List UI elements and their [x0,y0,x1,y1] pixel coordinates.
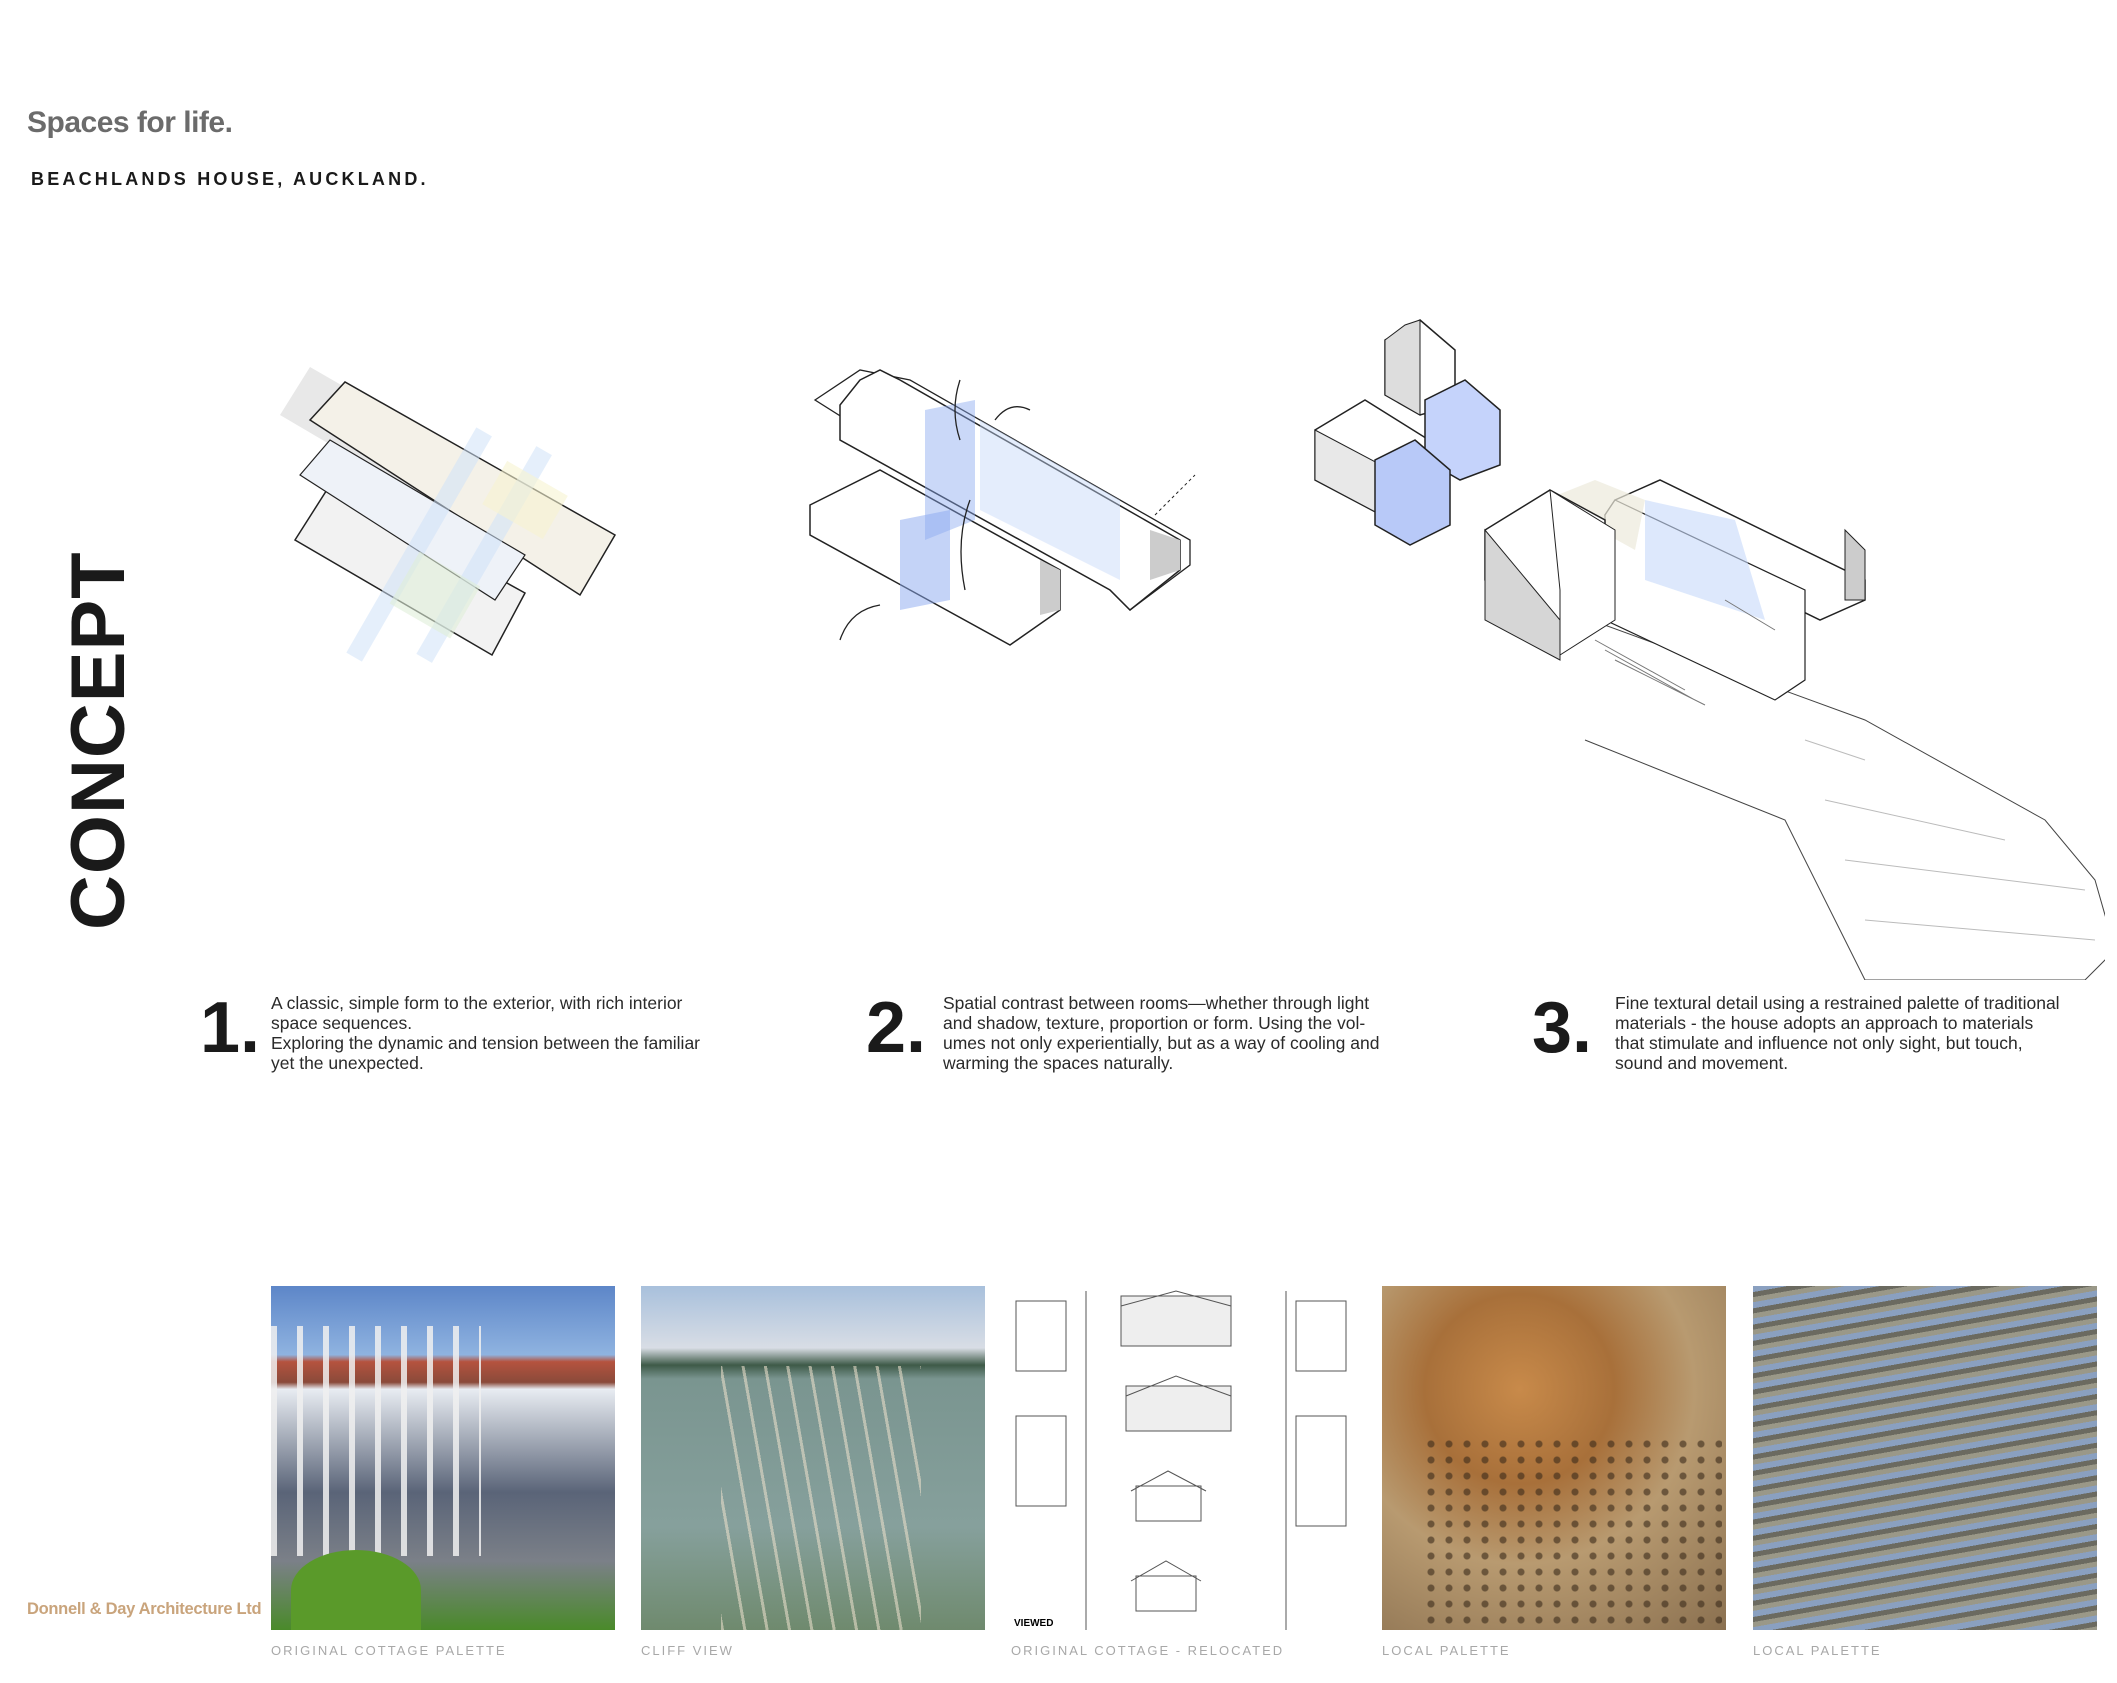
text-line: space sequences. [271,1013,413,1033]
tagline: Spaces for life. [27,106,233,139]
concept-diagram-2 [809,369,1196,646]
photo-original-cottage-relocated: VIEWED [1011,1286,1355,1630]
concept-text-2: Spatial contrast between rooms—whether t… [943,993,1443,1073]
photo-cliff-view [641,1286,985,1630]
text-line: sound and movement. [1615,1053,1789,1073]
concept-number-1: 1. [200,988,261,1068]
photo-local-palette-rock [1382,1286,1726,1630]
text-line: umes not only experientially, but as a w… [943,1033,1380,1053]
drawing-label: VIEWED [1014,1618,1053,1629]
project-title: BEACHLANDS HOUSE, AUCKLAND. [31,169,429,189]
concept-number-2: 2. [866,988,927,1068]
text-line: A classic, simple form to the exterior, … [271,993,683,1013]
concept-text-3: Fine textural detail using a restrained … [1615,993,2115,1073]
concept-number-3: 3. [1532,988,1593,1068]
text-line: and shadow, texture, proportion or form.… [943,1013,1366,1033]
photo-label: LOCAL PALETTE [1382,1643,1511,1658]
text-line: materials - the house adopts an approach… [1615,1013,2034,1033]
section-title: CONCEPT [56,551,141,930]
concept-text-1: A classic, simple form to the exterior, … [271,993,771,1073]
concept-diagram-1 [280,367,617,663]
photo-label: LOCAL PALETTE [1753,1643,1882,1658]
text-line: Exploring the dynamic and tension betwee… [271,1033,700,1053]
text-line: Spatial contrast between rooms—whether t… [943,993,1370,1013]
photo-label: ORIGINAL COTTAGE PALETTE [271,1643,507,1658]
text-line: warming the spaces naturally. [943,1053,1174,1073]
photo-original-cottage [271,1286,615,1630]
text-line: yet the unexpected. [271,1053,424,1073]
photo-label: ORIGINAL COTTAGE - RELOCATED [1011,1643,1285,1658]
photo-label: CLIFF VIEW [641,1643,734,1658]
photo-local-palette-sand [1753,1286,2097,1630]
text-line: Fine textural detail using a restrained … [1615,993,2060,1013]
company-logo: Donnell & Day Architecture Ltd [27,1600,262,1618]
concept-diagram-3-site [1314,319,2105,980]
text-line: that stimulate and influence not only si… [1615,1033,2023,1053]
